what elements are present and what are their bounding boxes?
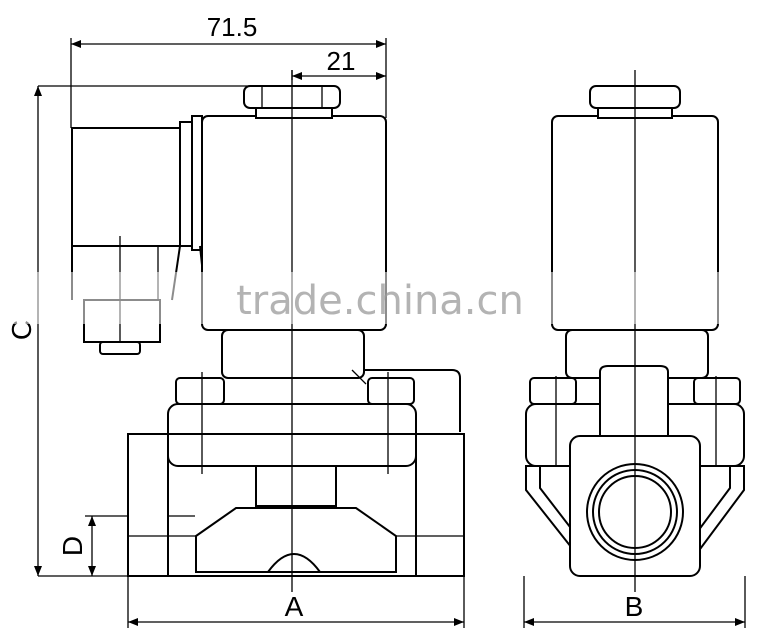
dim-height-c: C [6,320,37,340]
front-view [71,70,465,592]
watermark: trade.china.cn [0,272,761,324]
dim-width-a: A [285,591,304,622]
dim-offset: 21 [327,46,356,76]
dim-width-b: B [625,591,644,622]
dim-overall-width: 71.5 [207,12,258,42]
side-view [525,70,745,592]
dim-height-d: D [57,536,88,556]
dimension-lines [34,38,746,628]
watermark-text: trade.china.cn [236,278,524,324]
